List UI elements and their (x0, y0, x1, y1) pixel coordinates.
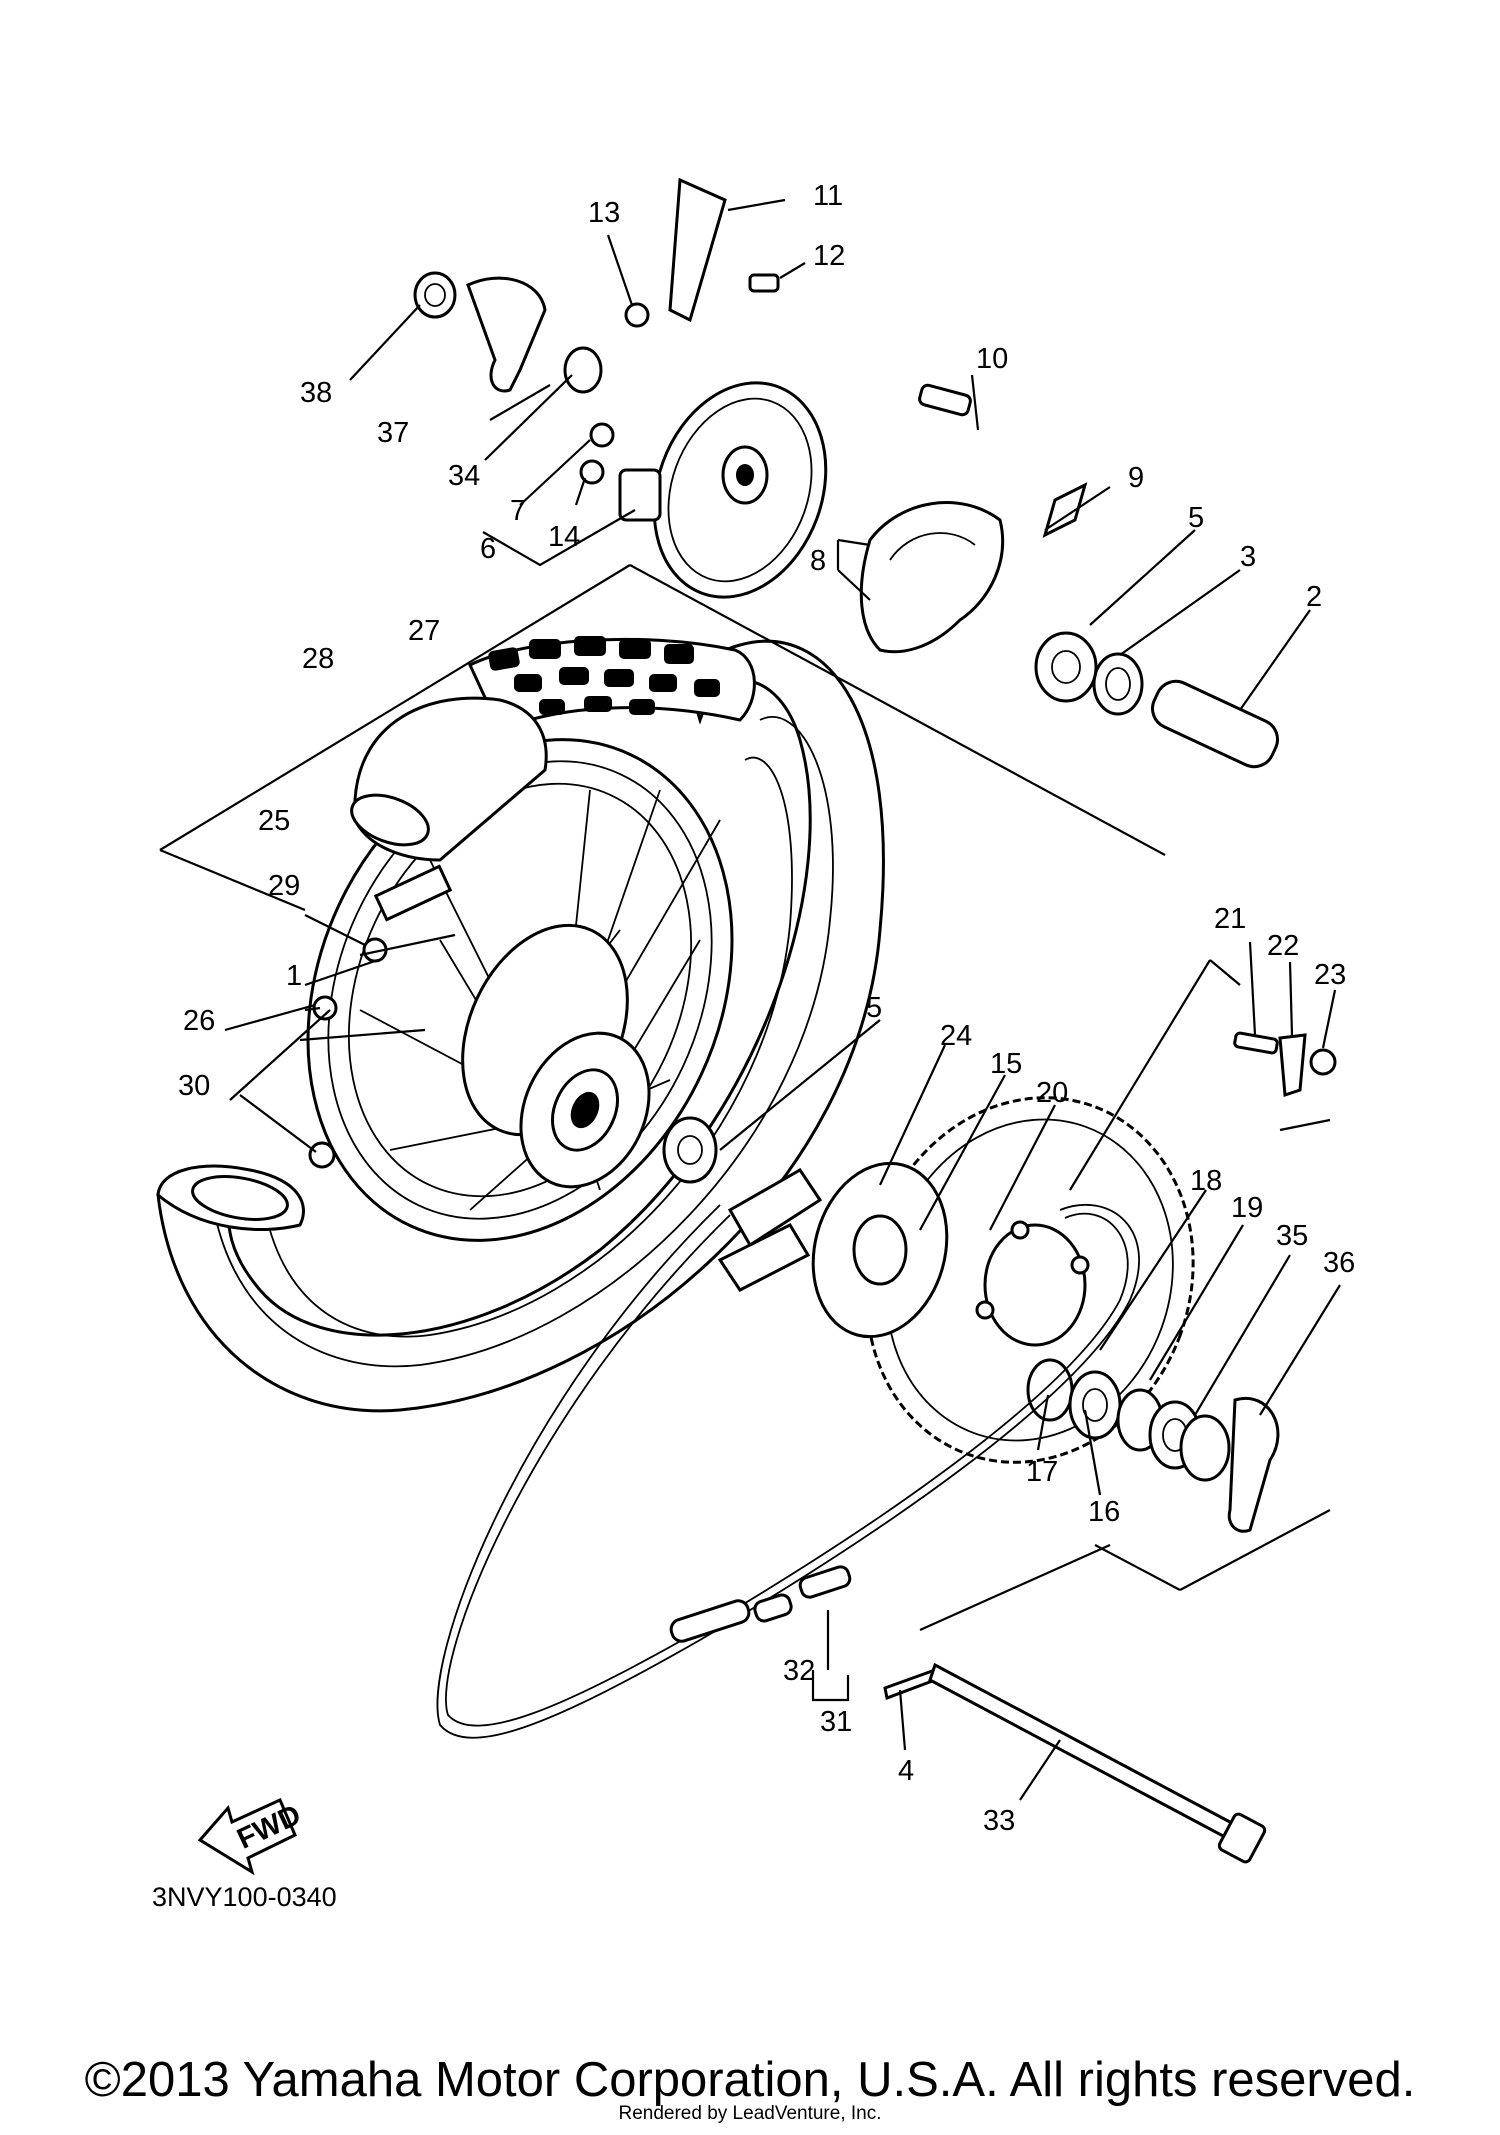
rendered-by-note: Rendered by LeadVenture, Inc. (618, 2103, 882, 2124)
callout-25: 25 (258, 805, 290, 837)
callout-22: 22 (1267, 930, 1299, 962)
small-hardware-illustration (308, 177, 1337, 1701)
sprocket-illustration (865, 1096, 1195, 1464)
callout-14: 14 (548, 521, 580, 553)
rear-axle-illustration (928, 1662, 1267, 1864)
callout-23: 23 (1314, 959, 1346, 991)
callout-24: 24 (940, 1020, 972, 1052)
fwd-arrow-icon: FWD (197, 1797, 306, 1876)
chain-illustration (436, 1204, 1140, 1739)
callout-2: 2 (1306, 581, 1322, 613)
callout-34: 34 (448, 460, 480, 492)
callout-labels: 1 2 3 4 5 5 6 7 8 9 10 11 12 13 14 15 16… (178, 180, 1355, 1837)
callout-5-lower: 5 (866, 992, 882, 1024)
callout-28: 28 (302, 643, 334, 675)
callout-35: 35 (1276, 1220, 1308, 1252)
axle-bearings-illustration (662, 631, 1279, 1184)
callout-27: 27 (408, 615, 440, 647)
callout-1: 1 (286, 960, 302, 992)
callout-11: 11 (813, 180, 843, 212)
callout-38: 38 (300, 377, 332, 409)
grouping-lines (159, 509, 1331, 1702)
callout-6: 6 (480, 533, 496, 565)
callout-3: 3 (1240, 541, 1256, 573)
callout-10: 10 (976, 343, 1008, 375)
callout-12: 12 (813, 240, 845, 272)
brake-shoes-illustration (859, 501, 1005, 654)
rim-illustration (306, 738, 734, 1242)
callout-15: 15 (990, 1048, 1022, 1080)
brake-plate-illustration (618, 381, 828, 599)
hub-clutch-illustration (717, 1161, 949, 1339)
callout-26: 26 (183, 1005, 215, 1037)
callout-31: 31 (820, 1706, 852, 1738)
callout-37: 37 (377, 417, 409, 449)
callout-19: 19 (1231, 1192, 1263, 1224)
callout-7: 7 (510, 495, 526, 527)
left-adjuster-illustration (413, 271, 547, 393)
tire-illustration (156, 636, 885, 1413)
callout-4: 4 (898, 1755, 914, 1787)
callout-17: 17 (1026, 1456, 1058, 1488)
leader-lines (224, 198, 1341, 1801)
callout-32: 32 (783, 1655, 815, 1687)
callout-18: 18 (1190, 1165, 1222, 1197)
callout-29: 29 (268, 870, 300, 902)
callout-36: 36 (1323, 1247, 1355, 1279)
callout-5-upper: 5 (1188, 502, 1204, 534)
callout-21: 21 (1214, 903, 1246, 935)
copyright-notice: ©2013 Yamaha Motor Corporation, U.S.A. A… (84, 2053, 1416, 2107)
callout-8: 8 (810, 545, 826, 577)
callout-30: 30 (178, 1070, 210, 1102)
callout-9: 9 (1128, 462, 1144, 494)
callout-33: 33 (983, 1805, 1015, 1837)
callout-16: 16 (1088, 1496, 1120, 1528)
diagram-code: 3NVY100-0340 (152, 1882, 337, 1912)
callout-13: 13 (588, 197, 620, 229)
tube-illustration (350, 696, 548, 922)
callout-20: 20 (1036, 1077, 1068, 1109)
